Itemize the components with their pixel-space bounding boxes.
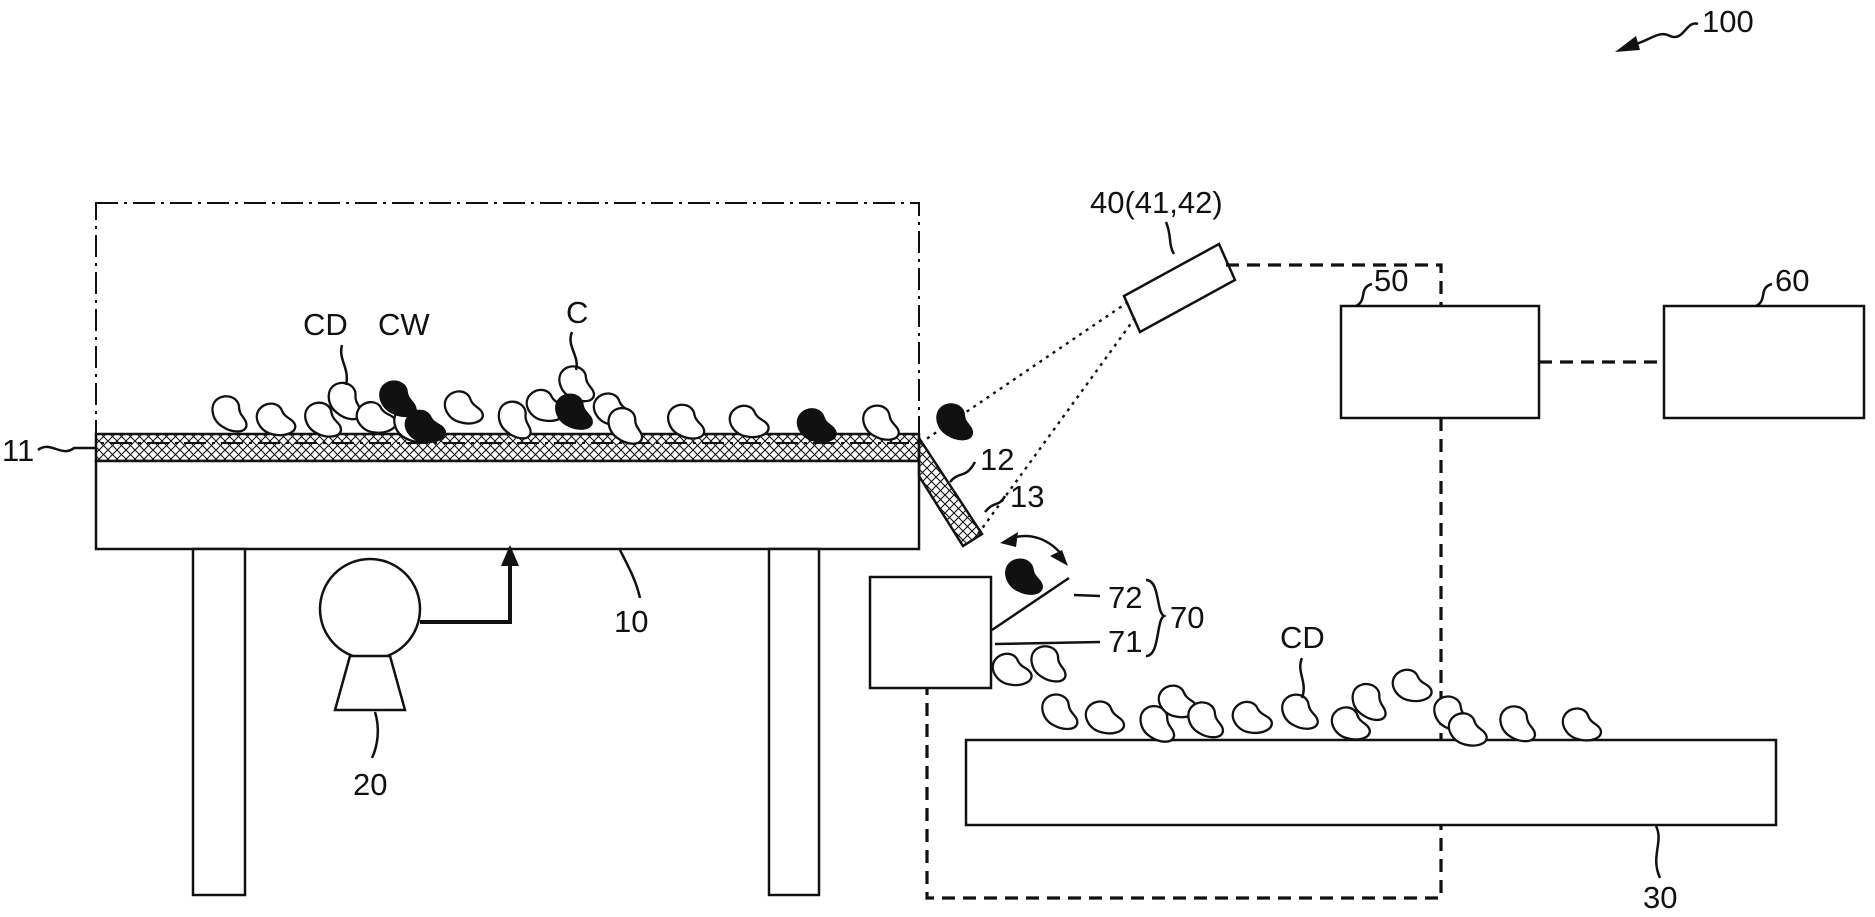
ejector-actuator xyxy=(870,577,991,688)
chute-leader xyxy=(950,462,975,482)
controller-box xyxy=(1341,306,1539,418)
swing-arrow-right xyxy=(1050,550,1068,566)
label-unit-60: 60 xyxy=(1775,263,1809,298)
ejected-bean xyxy=(1004,558,1044,595)
blower xyxy=(320,545,519,710)
beans-on-conveyor xyxy=(991,644,1602,748)
actuator-leader xyxy=(995,642,1100,644)
view-ray-lower xyxy=(978,318,1135,534)
unit-60-box xyxy=(1664,306,1864,418)
conveyor xyxy=(966,740,1776,825)
label-chute-end-13: 13 xyxy=(1010,479,1044,514)
label-table-10: 10 xyxy=(614,604,648,639)
label-ejector-70: 70 xyxy=(1170,600,1204,635)
unit-60-leader xyxy=(1756,284,1772,306)
ejector-brace xyxy=(1146,580,1164,656)
table-body xyxy=(96,461,919,549)
signal-camera-controller xyxy=(1226,265,1441,306)
label-sieve-11: 11 xyxy=(2,433,34,468)
label-defect-cd-bottom: CD xyxy=(1280,620,1325,655)
label-chute-12: 12 xyxy=(980,442,1014,477)
sieve-leader xyxy=(38,447,96,451)
table-leg-right xyxy=(769,549,819,895)
system-arrow xyxy=(1615,24,1698,52)
label-defect-cd-top: CD xyxy=(303,307,348,342)
table-leg-left xyxy=(193,549,245,895)
label-conveyor-30: 30 xyxy=(1643,880,1677,915)
camera xyxy=(1124,244,1235,332)
cd-leader xyxy=(341,345,347,385)
controller-leader xyxy=(1356,284,1372,306)
label-flap-72: 72 xyxy=(1108,580,1142,615)
table-leader xyxy=(620,550,640,598)
label-actuator-71: 71 xyxy=(1108,624,1142,659)
label-camera-40: 40(41,42) xyxy=(1090,185,1223,220)
conveyor-leader xyxy=(1656,826,1660,878)
cd-bottom-leader xyxy=(1300,658,1303,698)
chute-end-leader xyxy=(985,496,1005,512)
label-wormhole-cw: CW xyxy=(378,307,430,342)
camera-leader xyxy=(1166,222,1174,254)
sieve-mesh xyxy=(96,434,919,461)
label-system-100: 100 xyxy=(1702,4,1754,39)
c-leader xyxy=(570,332,576,370)
label-controller-50: 50 xyxy=(1374,263,1408,298)
swing-arrow-left xyxy=(1000,532,1018,547)
label-coffee-c: C xyxy=(566,295,588,330)
chute xyxy=(919,438,982,546)
blower-leader xyxy=(372,712,378,758)
label-blower-20: 20 xyxy=(353,767,387,802)
flap-leader xyxy=(1074,595,1100,596)
